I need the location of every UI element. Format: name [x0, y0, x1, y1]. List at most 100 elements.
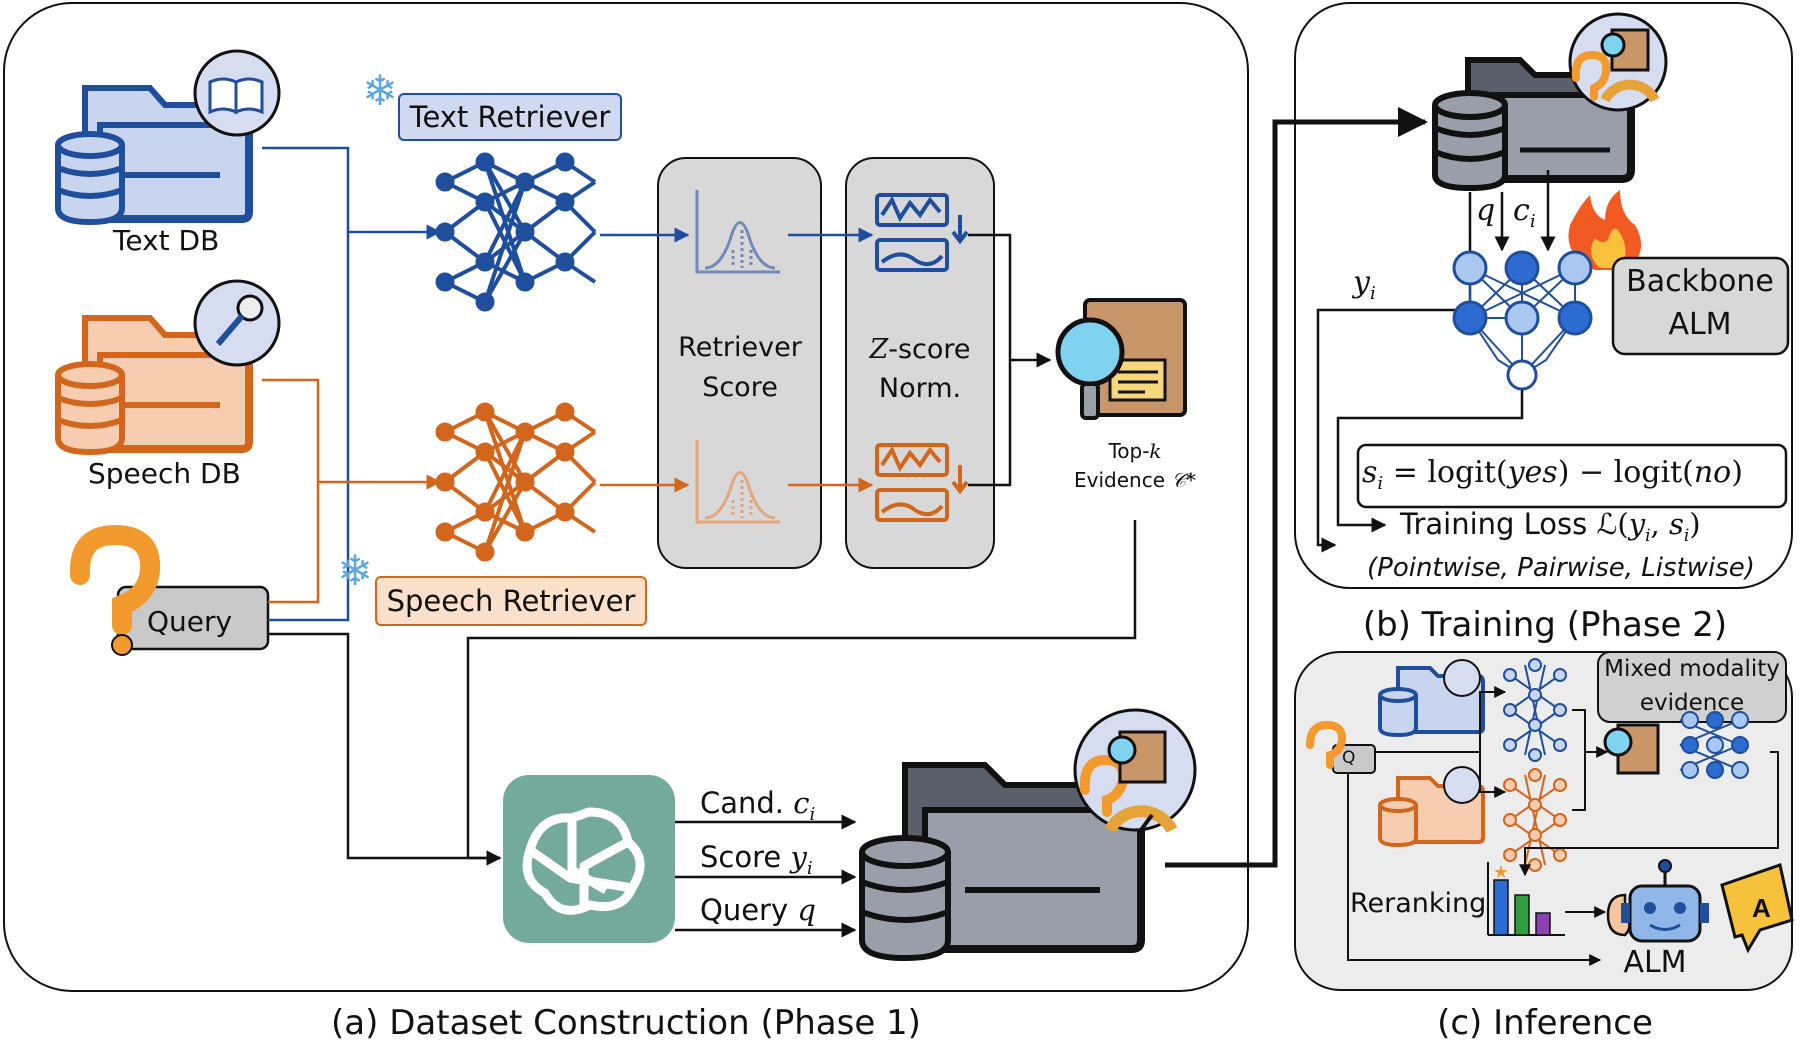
formula-yes: yes — [1507, 455, 1558, 490]
fire-icon — [1568, 190, 1642, 270]
inference-text-db-icon — [1378, 659, 1485, 738]
robot-icon — [1621, 859, 1709, 943]
phase2-caption: (b) Training (Phase 2) — [1362, 605, 1728, 645]
evidence-set: 𝒞* — [1171, 468, 1196, 492]
loss-types-label: (Pointwise, Pairwise, Listwise) — [1367, 553, 1755, 583]
loss-fn: ℒ( — [1596, 507, 1629, 541]
text-db-arrow — [262, 146, 442, 240]
query-label: Query — [147, 605, 233, 638]
cand-output-label: Cand. ci — [700, 789, 815, 824]
speech-db-arrow — [262, 378, 442, 490]
dataset-to-training-arrow — [1165, 107, 1428, 868]
inference-text-network — [1503, 658, 1567, 762]
cand-sub: i — [809, 803, 816, 825]
openai-logo — [503, 775, 675, 943]
loss-close: ) — [1689, 507, 1701, 541]
zscore-norm-icon — [875, 443, 969, 522]
inference-query-icon — [1306, 720, 1376, 774]
text-db-label: Text DB — [113, 224, 220, 257]
topk-to-gpt-arrow — [466, 520, 1137, 866]
dataset-icon — [859, 708, 1197, 962]
reranking-label: Reranking — [1350, 888, 1487, 919]
zscore-var: Z — [869, 334, 889, 365]
phase3-caption: (c) Inference — [1437, 1003, 1653, 1043]
y-sub: i — [1369, 283, 1376, 304]
inference-merge — [1572, 709, 1586, 811]
topk-text: Top- — [1108, 439, 1150, 463]
backbone-label-line1: Backbone — [1626, 264, 1774, 299]
alm-to-loss-arrow — [1336, 390, 1524, 533]
topk-label-line2: Evidence 𝒞* — [1074, 470, 1196, 490]
zscore-rest: -score — [888, 334, 971, 365]
zscore-label-line2: Norm. — [878, 373, 962, 404]
query-output-label: Query q — [700, 896, 816, 925]
formula-sub: i — [1377, 473, 1384, 494]
alm-label: ALM — [1623, 945, 1687, 980]
distribution-icon — [695, 190, 780, 274]
backbone-alm-box — [1611, 256, 1790, 356]
formula-mid: ) − logit( — [1557, 455, 1694, 490]
snowflake-icon: ❄ — [362, 66, 397, 115]
cand-var: c — [793, 786, 810, 820]
loss-y: y — [1628, 507, 1646, 541]
inference-speech-db-icon — [1378, 766, 1485, 848]
speech-retriever-label: Speech Retriever — [375, 576, 647, 626]
score-sub: i — [806, 857, 813, 879]
query-to-speech-line — [268, 482, 320, 604]
speech-retriever-network — [435, 402, 597, 562]
inference-query-q: Q — [1342, 748, 1356, 768]
zscore-label-line1: Z-score — [869, 336, 970, 363]
panel-phase2 — [1294, 2, 1793, 589]
backbone-label-line2: ALM — [1668, 307, 1732, 342]
retriever-score-label-line2: Score — [702, 372, 778, 403]
query-to-gpt-arrow — [268, 632, 502, 866]
distribution-icon — [695, 440, 780, 524]
loss-comma: , — [1650, 507, 1669, 541]
score-formula: si = logit(yes) − logit(no) — [1362, 458, 1743, 493]
query-to-text-line — [268, 232, 350, 622]
text-retriever-label: Text Retriever — [398, 93, 622, 141]
inference-line — [1375, 686, 1507, 753]
y-label: yi — [1353, 268, 1376, 303]
c-var: c — [1513, 193, 1530, 228]
y-var: y — [1353, 265, 1370, 300]
inference-alm-network — [1679, 711, 1749, 779]
formula-s: s — [1362, 455, 1378, 490]
q-label: q — [1476, 193, 1496, 228]
loss-s: s — [1668, 507, 1684, 541]
svg-text:A: A — [1752, 893, 1771, 923]
rerank-arrow — [1519, 751, 1779, 877]
formula-box — [1356, 443, 1788, 509]
query-var: q — [797, 893, 816, 927]
inference-line — [1479, 752, 1507, 798]
formula-no: no — [1693, 455, 1732, 490]
text-db-icon — [55, 49, 281, 226]
c-sub: i — [1529, 211, 1536, 232]
loss-text: Training Loss — [1400, 507, 1597, 541]
retriever-score-label-line1: Retriever — [678, 332, 802, 363]
mixed-modality-line2: evidence — [1639, 690, 1745, 716]
query-to-alm-arrow — [1347, 773, 1602, 966]
c-label: ci — [1513, 196, 1536, 231]
training-loss-label: Training Loss ℒ(yi, si) — [1400, 510, 1701, 545]
mixed-modality-line1: Mixed modality — [1604, 656, 1780, 682]
inference-speech-network — [1503, 768, 1567, 872]
loss-y-sub: i — [1645, 525, 1651, 546]
inference-evidence-icon — [1603, 723, 1660, 775]
snowflake-icon: ❄ — [337, 546, 372, 595]
score-var: y — [790, 840, 807, 874]
cand-text: Cand. — [700, 786, 785, 820]
score-text: Score — [700, 840, 782, 874]
evidence-text: Evidence — [1074, 468, 1172, 492]
speech-db-icon — [55, 279, 281, 456]
alm-network — [1452, 250, 1593, 391]
formula-end: ) — [1731, 455, 1743, 490]
training-dataset-icon — [1432, 12, 1668, 192]
score-output-label: Score yi — [700, 843, 813, 878]
zscore-norm-icon — [875, 193, 969, 272]
question-mark-icon — [69, 524, 161, 656]
translate-speech-bubble-icon: A — [1720, 863, 1794, 954]
formula-rest: = logit( — [1383, 455, 1508, 490]
